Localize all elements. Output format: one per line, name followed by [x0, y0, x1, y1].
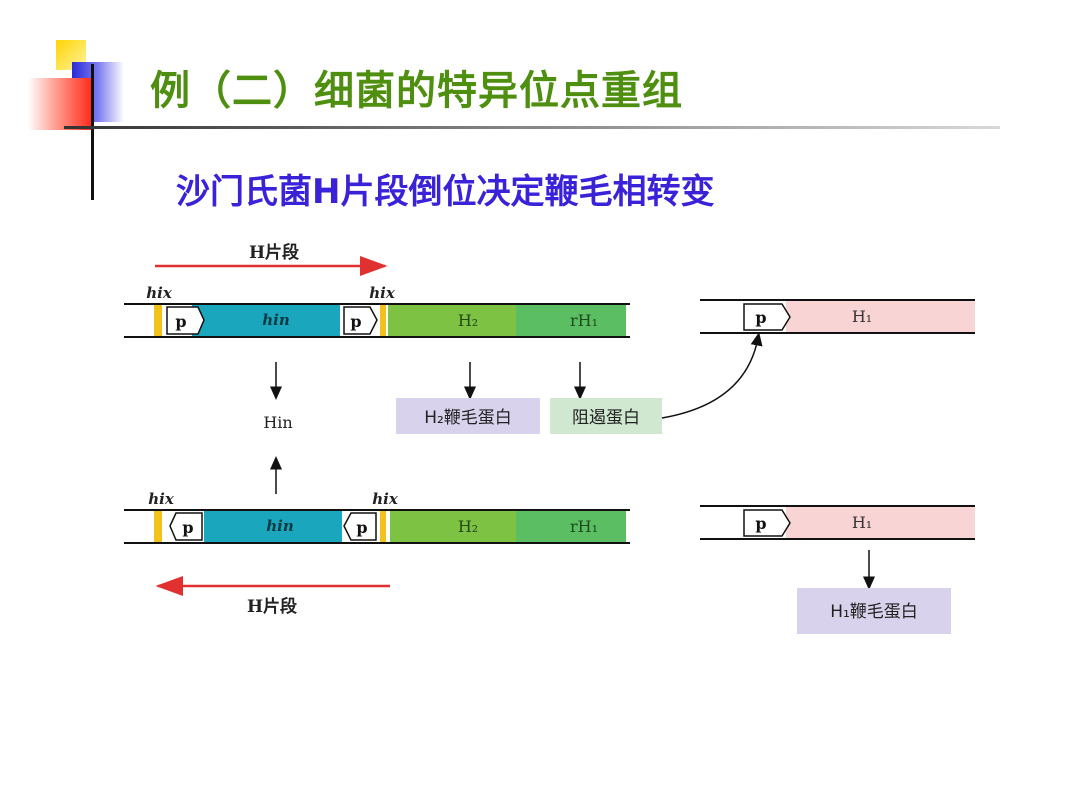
hix-label-right-bottom: hix [372, 490, 399, 508]
h2-gene-bottom [390, 511, 516, 542]
h1-operon-bottom: p H₁ [700, 505, 975, 540]
svg-text:p: p [175, 312, 186, 331]
hix-label-right-top: hix [369, 284, 396, 302]
repression-arrow [661, 332, 763, 419]
rh1-label-top: rH₁ [570, 311, 598, 330]
segment-label-bottom: H片段 [247, 596, 297, 617]
svg-text:p: p [755, 308, 766, 327]
repressor-label: 阻遏蛋白 [572, 408, 640, 428]
hin-gene-bottom [204, 511, 342, 542]
svg-text:p: p [182, 518, 193, 537]
segment-label-top: H片段 [249, 242, 299, 263]
slide-title: 例（二）细菌的特异位点重组 [150, 68, 683, 114]
h2-label-bottom: H₂ [458, 517, 478, 536]
hix-marker-left-bottom [154, 511, 162, 542]
hin-gene-top [192, 305, 340, 336]
h1-flagellin-label: H₁鞭毛蛋白 [830, 602, 918, 622]
hix-label-left-bottom: hix [148, 490, 175, 508]
h1-operon-top: p H₁ [700, 299, 975, 334]
h2-gene-top [388, 305, 516, 336]
h1-gene-bottom [786, 507, 975, 538]
rh1-label-bottom: rH₁ [570, 517, 598, 536]
decor-vertical-line [91, 64, 94, 200]
decor-red-square [28, 78, 92, 130]
h1-flagellin-box [797, 588, 951, 634]
h2-flagellin-box [396, 398, 540, 434]
dna-strand-top: p p hin H₂ rH₁ [124, 303, 630, 338]
svg-text:p: p [350, 312, 361, 331]
promoter-top-1 [166, 306, 205, 335]
promoter-bottom-1 [169, 512, 203, 541]
hix-marker-left-top [154, 305, 162, 336]
hix-marker-right-bottom [380, 511, 386, 542]
h2-flagellin-label: H₂鞭毛蛋白 [424, 408, 512, 428]
svg-text:p: p [755, 514, 766, 533]
svg-text:p: p [356, 518, 367, 537]
hin-label-top: hin [262, 311, 290, 329]
h2-label-top: H₂ [458, 311, 478, 330]
h1-label-bottom: H₁ [852, 513, 872, 532]
hin-label-bottom: hin [266, 517, 294, 535]
decor-title-underline [64, 126, 1000, 129]
repressor-box [550, 398, 662, 434]
slide-subtitle: 沙门氏菌H片段倒位决定鞭毛相转变 [176, 172, 715, 212]
promoter-h1-top [743, 303, 791, 331]
rh1-gene-bottom [516, 511, 626, 542]
promoter-bottom-2 [343, 512, 377, 541]
rh1-gene-top [516, 305, 626, 336]
dna-strand-bottom: p p hin H₂ rH₁ [124, 509, 630, 544]
h1-label-top: H₁ [852, 307, 872, 326]
promoter-top-2 [343, 306, 378, 335]
hix-label-left-top: hix [146, 284, 173, 302]
promoter-h1-bottom [743, 509, 791, 537]
h1-gene-top [786, 301, 975, 332]
hix-marker-right-top [380, 305, 386, 336]
hin-protein-label: Hin [263, 413, 292, 432]
